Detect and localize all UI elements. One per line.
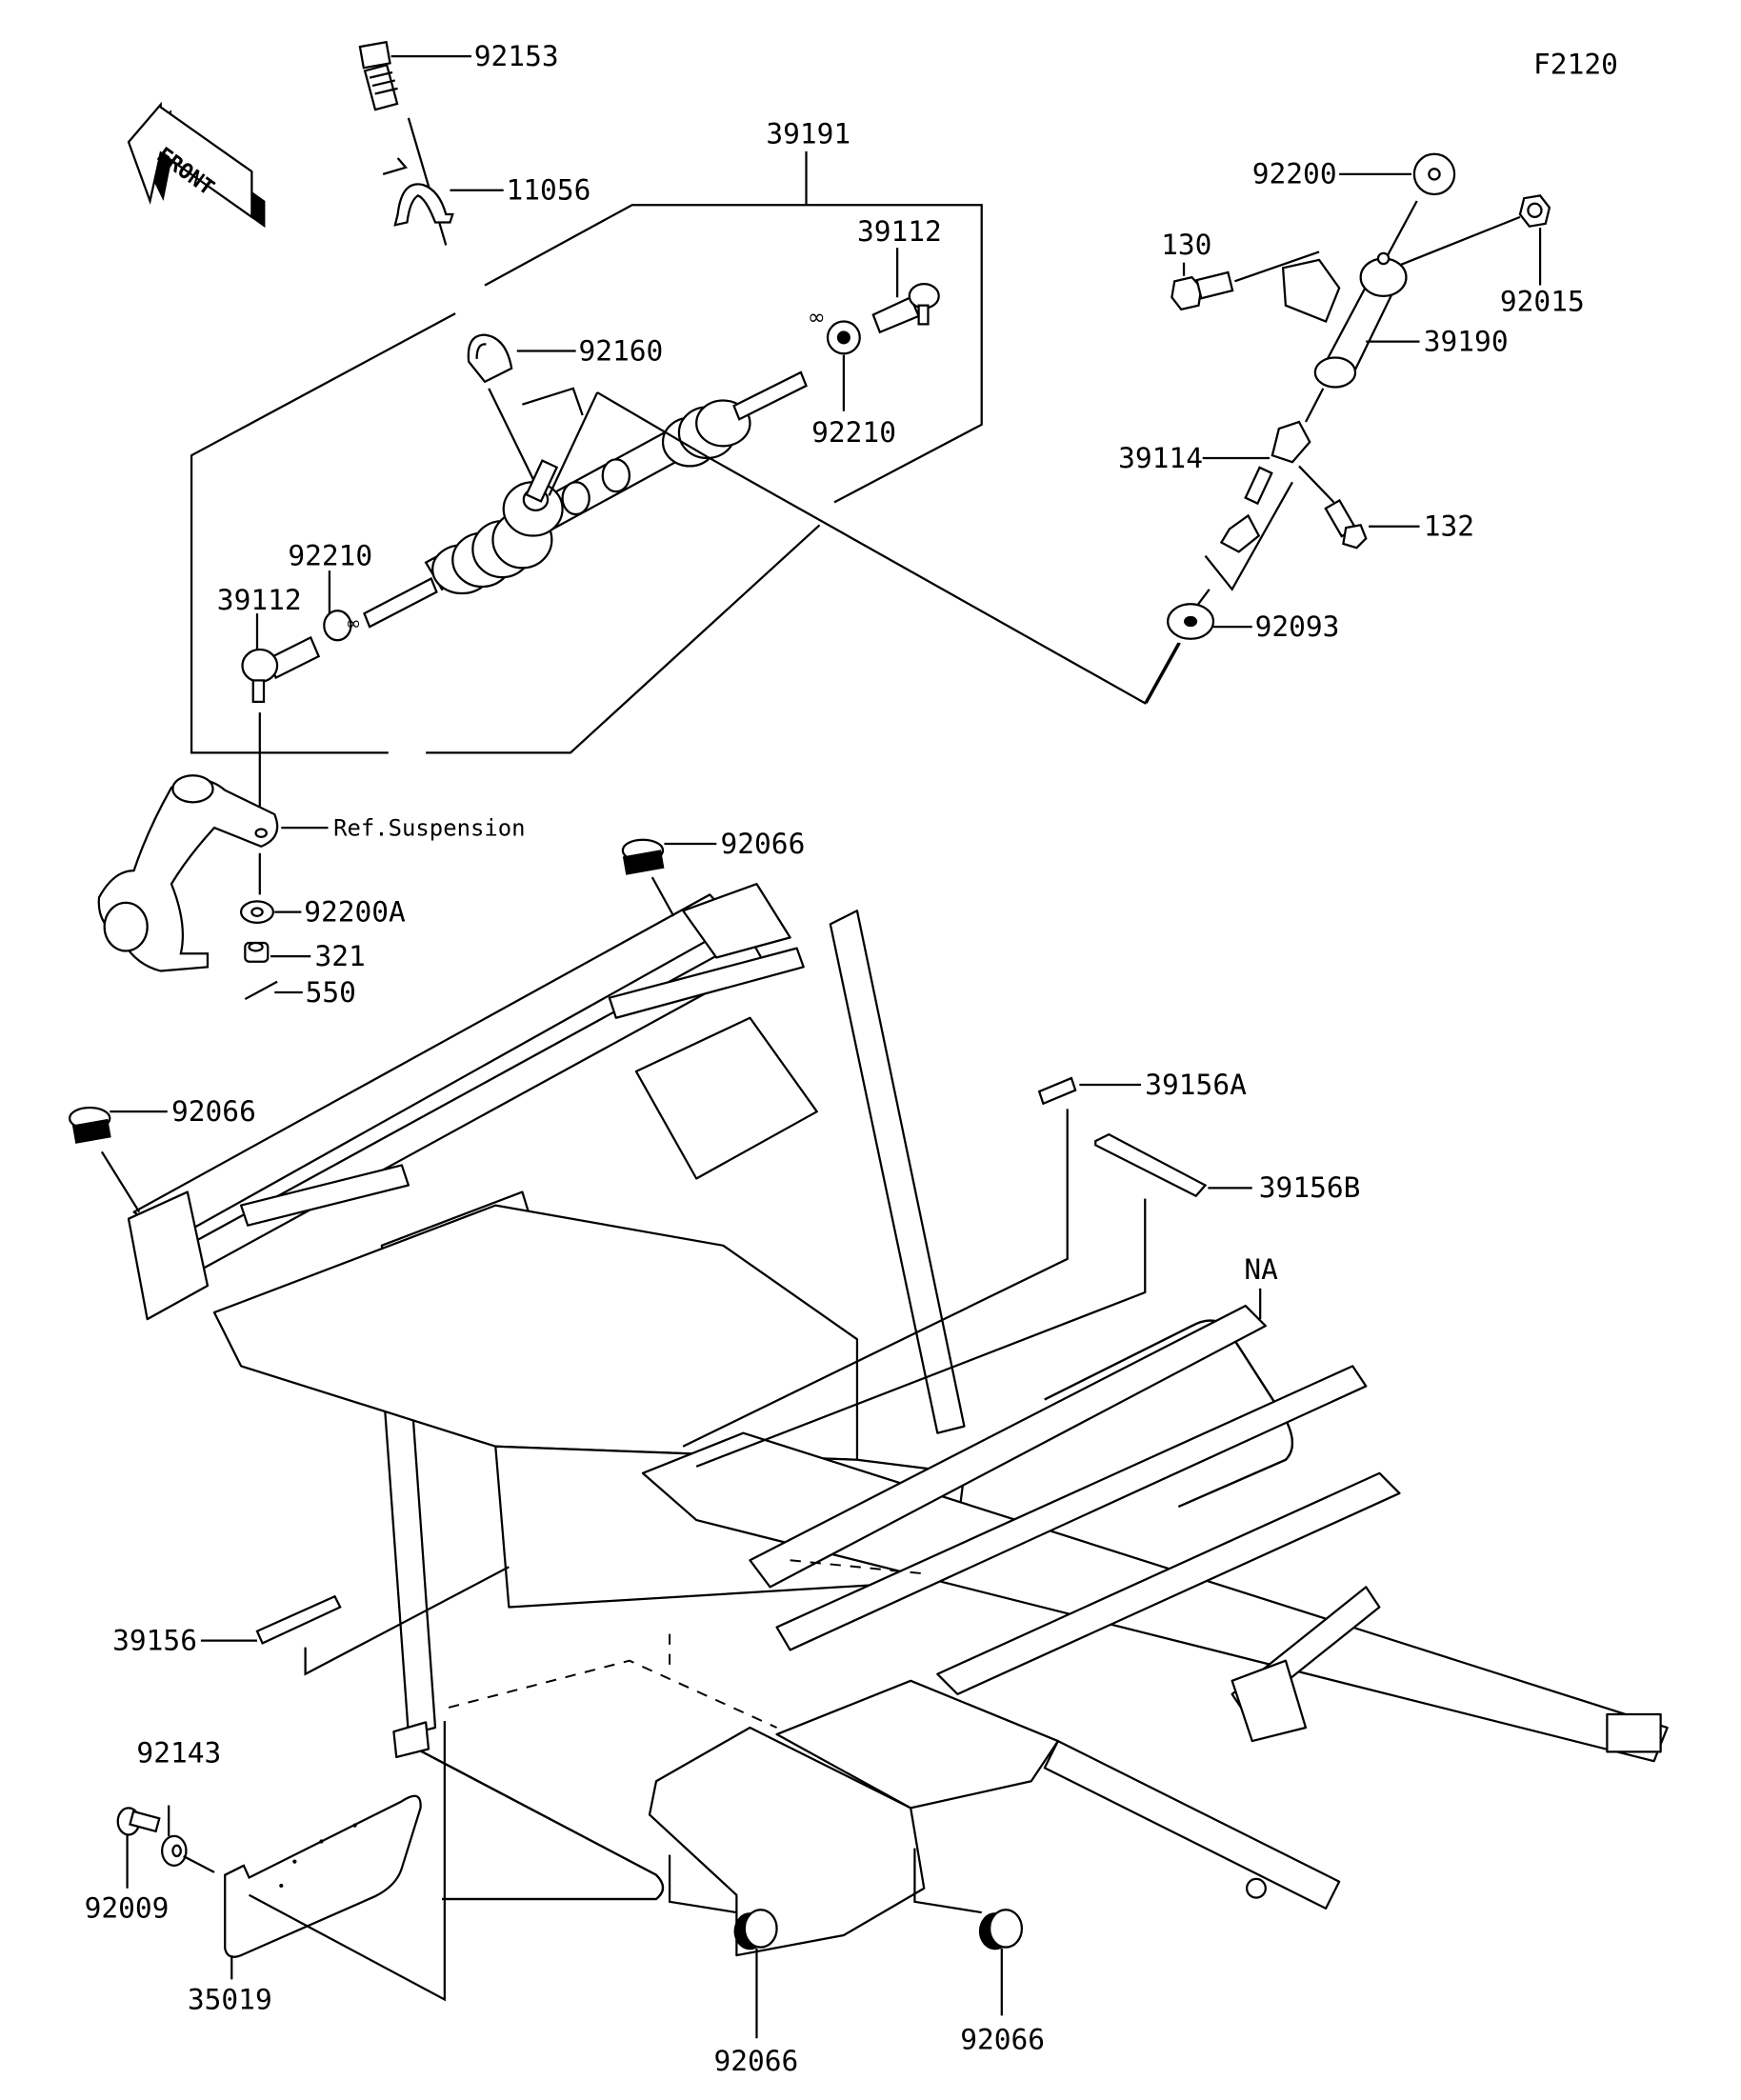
frame-na[interactable] bbox=[127, 883, 1669, 1957]
pad-39156B[interactable] bbox=[1094, 1132, 1208, 1198]
plug-92066-top[interactable] bbox=[621, 838, 665, 875]
ref-suspension-note: Ref.Suspension bbox=[333, 815, 525, 842]
label-92143[interactable]: 92143 bbox=[136, 1737, 221, 1770]
seal-92093[interactable] bbox=[1167, 603, 1215, 640]
cotter-pin-right-icon: ∞ bbox=[808, 305, 826, 330]
label-39114[interactable]: 39114 bbox=[1118, 442, 1203, 474]
label-130[interactable]: 130 bbox=[1161, 229, 1211, 261]
nut-left-92210[interactable] bbox=[323, 610, 352, 642]
washer-92200[interactable] bbox=[1412, 152, 1456, 196]
plug-92066-bottom-right[interactable] bbox=[978, 1909, 1024, 1950]
label-132[interactable]: 132 bbox=[1424, 510, 1474, 543]
bolt-132[interactable] bbox=[1324, 498, 1368, 550]
castle-nut-321[interactable] bbox=[244, 941, 270, 963]
figure-code: F2120 bbox=[1533, 48, 1618, 80]
label-92153[interactable]: 92153 bbox=[474, 40, 559, 72]
nut-92015[interactable] bbox=[1518, 194, 1551, 228]
cotter-pin-550[interactable] bbox=[244, 980, 278, 1001]
nut-right-92210[interactable] bbox=[826, 320, 861, 355]
universal-joint-39114[interactable] bbox=[1219, 420, 1311, 553]
label-92210-left[interactable]: 92210 bbox=[288, 539, 372, 571]
clamp-11056[interactable] bbox=[393, 183, 454, 227]
label-92200A[interactable]: 92200A bbox=[304, 896, 406, 929]
screw-92009[interactable] bbox=[116, 1807, 161, 1836]
label-550[interactable]: 550 bbox=[306, 976, 356, 1009]
label-39156B[interactable]: 39156B bbox=[1259, 1171, 1361, 1204]
tie-rod-end-right-39112[interactable] bbox=[871, 283, 940, 334]
pad-39156A[interactable] bbox=[1037, 1076, 1077, 1106]
label-92160[interactable]: 92160 bbox=[578, 334, 663, 367]
knuckle-ref-suspension[interactable] bbox=[97, 774, 279, 972]
label-92009[interactable]: 92009 bbox=[85, 1892, 170, 1925]
label-92066-bottom-left[interactable]: 92066 bbox=[713, 2045, 798, 2077]
steering-rack-39191[interactable] bbox=[363, 370, 808, 629]
bolt-130[interactable] bbox=[1171, 270, 1234, 311]
washer-92143[interactable] bbox=[161, 1834, 188, 1867]
label-39156A[interactable]: 39156A bbox=[1145, 1069, 1247, 1101]
label-92066-left[interactable]: 92066 bbox=[171, 1095, 256, 1128]
label-92066-bottom-right[interactable]: 92066 bbox=[960, 2023, 1045, 2055]
bushing-92160[interactable] bbox=[467, 333, 513, 384]
washer-92200A[interactable] bbox=[239, 900, 274, 925]
panel-35019[interactable] bbox=[224, 1794, 422, 1958]
plug-92066-bottom-left[interactable] bbox=[733, 1909, 778, 1950]
front-arrow-icon: FRONT bbox=[127, 101, 266, 229]
label-92093[interactable]: 92093 bbox=[1255, 610, 1340, 643]
label-92210-right[interactable]: 92210 bbox=[811, 416, 896, 449]
label-321[interactable]: 321 bbox=[314, 940, 365, 972]
tie-rod-end-left-39112[interactable] bbox=[241, 635, 321, 704]
label-39156[interactable]: 39156 bbox=[112, 1624, 197, 1656]
label-92200[interactable]: 92200 bbox=[1252, 158, 1337, 190]
plug-92066-left[interactable] bbox=[68, 1106, 111, 1144]
pad-39156[interactable] bbox=[255, 1594, 342, 1645]
label-na[interactable]: NA bbox=[1244, 1253, 1278, 1286]
label-35019[interactable]: 35019 bbox=[188, 1983, 272, 2015]
cotter-pin-left-icon: ∞ bbox=[346, 612, 361, 634]
label-39112-right[interactable]: 39112 bbox=[857, 215, 942, 248]
label-39191[interactable]: 39191 bbox=[766, 118, 850, 150]
label-39112-left[interactable]: 39112 bbox=[217, 584, 302, 616]
steering-column-39190[interactable] bbox=[1281, 251, 1408, 389]
label-39190[interactable]: 39190 bbox=[1424, 325, 1509, 357]
label-11056[interactable]: 11056 bbox=[507, 174, 591, 207]
adjuster-92153[interactable] bbox=[358, 40, 399, 111]
label-92066-top[interactable]: 92066 bbox=[721, 828, 806, 860]
label-92015[interactable]: 92015 bbox=[1500, 285, 1585, 317]
